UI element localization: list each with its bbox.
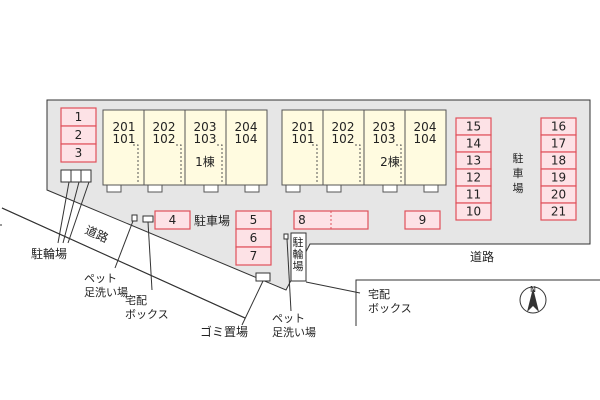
road-label-left: 道路 [83, 222, 111, 245]
parking-space-number: 18 [551, 154, 566, 168]
parking-space [60, 143, 97, 163]
label-pet-center: ペット足洗い場 [272, 312, 316, 339]
unit-label: 101 [113, 132, 136, 146]
unit-label: 104 [235, 132, 258, 146]
parking-space-number: 11 [466, 188, 481, 202]
road-label-right: 道路 [470, 249, 494, 264]
bicycle-parking-center [290, 232, 307, 282]
unit-label: 202 [332, 120, 355, 134]
unit-label: 101 [292, 132, 315, 146]
pet-wash-left [131, 214, 138, 222]
parking-space-number: 20 [551, 188, 566, 202]
label-delivery-left: 宅配ボックス [125, 293, 169, 321]
building-name: 1棟 [195, 154, 215, 169]
parking-space-number: 2 [75, 128, 83, 142]
unit-label: 102 [153, 132, 176, 146]
unit-label: 204 [414, 120, 437, 134]
north-arrow: N [519, 285, 547, 314]
road-line-right-boundary [355, 279, 600, 326]
unit-label: 201 [113, 120, 136, 134]
parking-space-number: 21 [551, 205, 566, 219]
parking-space-number: 1 [75, 110, 83, 124]
parking-space-number: 8 [298, 213, 306, 227]
parking-space [404, 210, 441, 230]
road-edge-1 [1, 207, 246, 319]
unit-label: 103 [373, 132, 396, 146]
parking-space-number: 5 [250, 213, 258, 227]
parking-space-number: 15 [466, 120, 481, 134]
unit-label: 104 [414, 132, 437, 146]
garbage-area [255, 272, 271, 282]
building-1-labels: 201 101 202 102 203 103 204 104 1棟 [113, 120, 258, 169]
unit-label: 204 [235, 120, 258, 134]
parking-space [235, 246, 272, 266]
unit-label: 202 [153, 120, 176, 134]
unit-label: 103 [194, 132, 217, 146]
label-bicycle-center: 駐輪場 [293, 235, 304, 273]
unit-label: 201 [292, 120, 315, 134]
parking-space-number: 3 [75, 146, 83, 160]
parking-space [540, 202, 577, 221]
bicycle-label-left: 駐輪場 [31, 246, 67, 261]
north-label: N [530, 285, 536, 294]
parking-space-number: 7 [250, 249, 258, 263]
parking-space-number: 9 [419, 213, 427, 227]
parking-space-number: 17 [551, 137, 566, 151]
parking-space-number: 10 [466, 205, 481, 219]
parking-space-number: 16 [551, 120, 566, 134]
parking-space [455, 202, 492, 221]
parking-space [154, 210, 191, 230]
delivery-box-left [142, 215, 154, 223]
parking-space-number: 14 [466, 137, 481, 151]
building-2 [281, 109, 447, 193]
parking-space-number: 12 [466, 171, 481, 185]
building-1 [102, 109, 268, 193]
label-parking-right: 駐車場 [513, 151, 524, 195]
garbage-label: ゴミ置場 [200, 324, 248, 339]
building-2-labels: 201 101 202 102 203 103 204 104 2棟 [292, 120, 437, 169]
parking-space-number: 6 [250, 231, 258, 245]
parking-space-number: 19 [551, 171, 566, 185]
parking-space-number: 13 [466, 154, 481, 168]
parking-label-center: 駐車場 [194, 213, 230, 228]
unit-label: 102 [332, 132, 355, 146]
bicycle-parking-left [60, 169, 92, 183]
parking-space-number: 4 [169, 213, 177, 227]
unit-label: 203 [373, 120, 396, 134]
building-name: 2棟 [380, 154, 400, 169]
unit-label: 203 [194, 120, 217, 134]
pet-wash-center [283, 233, 289, 240]
label-delivery-right: 宅配ボックス [368, 287, 412, 315]
leader-lines [57, 181, 361, 326]
label-pet-left: ペット足洗い場 [84, 272, 128, 299]
multiline-labels: 駐車場駐輪場ペット足洗い場宅配ボックスペット足洗い場宅配ボックス [84, 151, 524, 339]
